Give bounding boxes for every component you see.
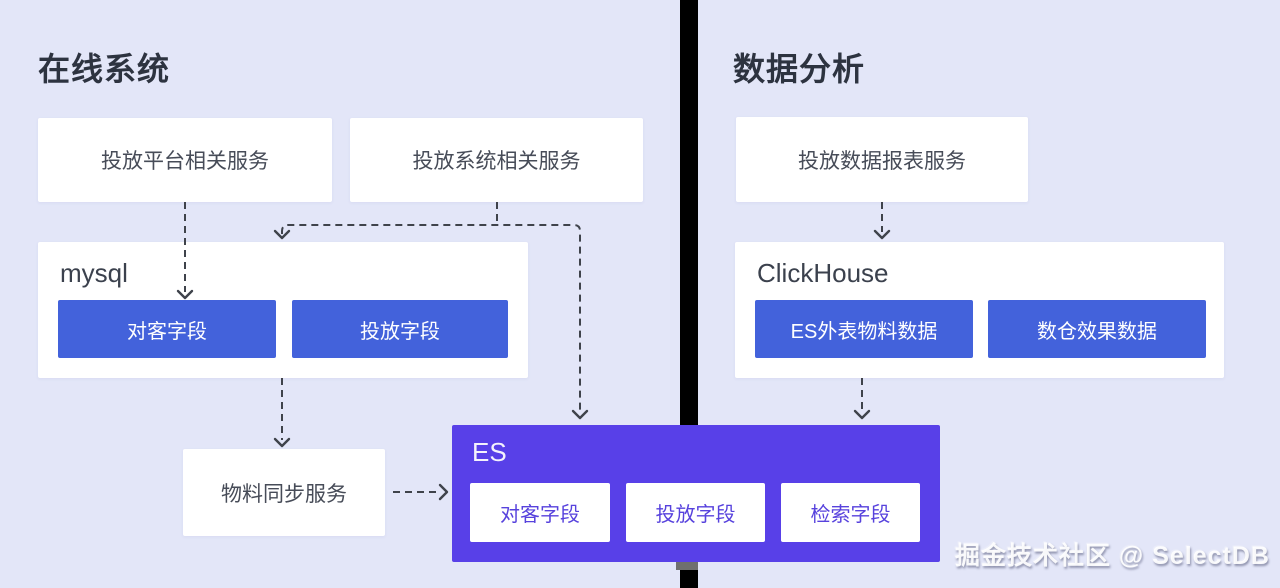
- clickhouse-label: ClickHouse: [757, 258, 889, 288]
- mysql-field-delivery: 投放字段: [292, 300, 508, 358]
- es-field-search: 检索字段: [781, 483, 920, 542]
- node-label: 投放系统相关服务: [412, 150, 581, 173]
- node-clickhouse: ClickHouse ES外表物料数据 数仓效果数据: [735, 242, 1224, 378]
- node-ad-platform-services: 投放平台相关服务: [38, 118, 332, 202]
- mysql-field-customer: 对客字段: [58, 300, 276, 358]
- node-es: ES 对客字段 投放字段 检索字段: [452, 425, 940, 562]
- arrowhead-down-icon: [853, 409, 871, 420]
- es-label: ES: [472, 437, 507, 467]
- arrowhead-down-icon: [273, 229, 291, 240]
- left-panel-title: 在线系统: [38, 51, 171, 87]
- es-field-delivery: 投放字段: [626, 483, 765, 542]
- es-field-customer: 对客字段: [470, 483, 610, 542]
- node-ad-system-services: 投放系统相关服务: [350, 118, 643, 202]
- clickhouse-field-es-external: ES外表物料数据: [755, 300, 973, 358]
- divider-shadow-cap: [676, 562, 698, 570]
- node-mysql: mysql 对客字段 投放字段: [38, 242, 528, 378]
- node-label: 投放数据报表服务: [798, 149, 966, 173]
- arrowhead-right-icon: [438, 483, 449, 501]
- watermark: 掘金技术社区 @ SelectDB: [954, 542, 1270, 570]
- arrowhead-down-icon: [273, 437, 291, 448]
- arrowhead-down-icon: [873, 229, 891, 240]
- mysql-label: mysql: [60, 258, 128, 288]
- node-label: 物料同步服务: [221, 482, 347, 506]
- node-material-sync-service: 物料同步服务: [183, 449, 385, 536]
- right-panel-title: 数据分析: [733, 51, 866, 87]
- node-label: 投放平台相关服务: [101, 150, 269, 173]
- node-report-service: 投放数据报表服务: [736, 117, 1028, 202]
- arrowhead-down-icon: [571, 409, 589, 420]
- clickhouse-field-warehouse: 数仓效果数据: [988, 300, 1206, 358]
